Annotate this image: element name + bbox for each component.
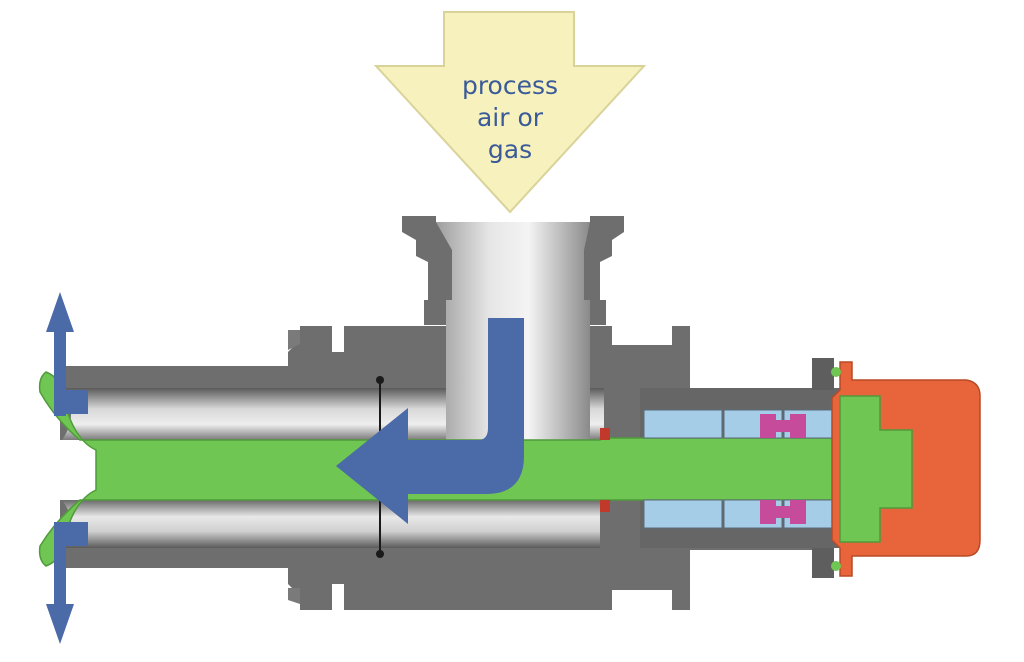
annulus-top bbox=[62, 388, 446, 440]
o-rings bbox=[760, 414, 806, 524]
annulus-top-right bbox=[590, 388, 604, 440]
pin-top bbox=[831, 367, 841, 377]
pin-bottom bbox=[831, 561, 841, 571]
o-ring-top bbox=[760, 414, 806, 438]
inlet-arrow bbox=[373, 11, 647, 214]
flange-nub-bottom bbox=[812, 548, 834, 578]
seal-ring-bottom-1 bbox=[643, 499, 723, 529]
annulus-bottom bbox=[62, 500, 600, 548]
o-ring-bottom bbox=[760, 500, 806, 524]
tie-dot-bottom bbox=[376, 550, 384, 558]
seal-ring-top-1 bbox=[643, 409, 723, 439]
gasket-bottom bbox=[600, 500, 610, 512]
bearing-insert bbox=[839, 395, 913, 543]
outlet-spur-top bbox=[60, 390, 88, 414]
outlet-arrows bbox=[46, 292, 88, 644]
gasket-top bbox=[600, 428, 610, 440]
tie-dot-top bbox=[376, 376, 384, 384]
inlet-arrow-label: process air or gas bbox=[430, 70, 590, 166]
flow-arrow-curved bbox=[336, 318, 524, 524]
outlet-spur-bottom bbox=[60, 522, 88, 546]
inlet-label-line-1: process bbox=[461, 71, 559, 100]
inlet-label-line-2: air or bbox=[476, 103, 544, 132]
inlet-label-line-3: gas bbox=[487, 135, 533, 164]
outlet-arrowhead-down bbox=[46, 604, 74, 644]
fin-bottom-left bbox=[288, 588, 300, 604]
outlet-arrowhead-up bbox=[46, 292, 74, 332]
flange-nub-top bbox=[812, 358, 834, 390]
fin-top-left bbox=[288, 330, 300, 350]
